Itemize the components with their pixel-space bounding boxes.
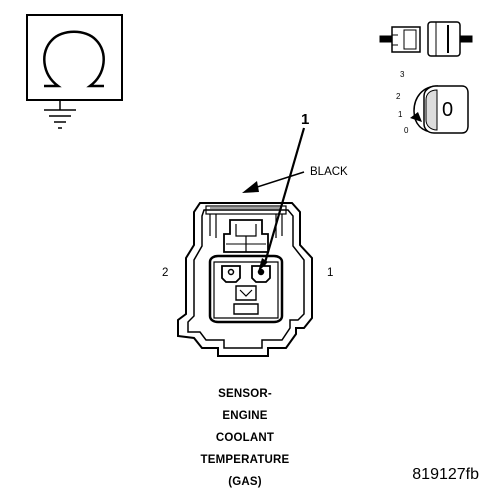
- wire-color-leader: [253, 171, 305, 189]
- ignition-position-3: 3: [400, 70, 405, 79]
- disconnect-connector-icon: [379, 21, 473, 57]
- ignition-position-1: 1: [398, 110, 403, 119]
- pin-label-2: 2: [162, 267, 168, 279]
- ignition-off-icon: 3 2 1 0 0: [396, 70, 469, 135]
- caption-line: ENGINE: [222, 410, 268, 422]
- ignition-key-symbol: 0: [442, 99, 453, 121]
- ignition-position-0: 0: [404, 126, 409, 135]
- ohmmeter-ground-icon: [26, 14, 123, 129]
- wire-color-label: BLACK: [310, 166, 348, 178]
- pin-label-1: 1: [327, 267, 333, 279]
- caption-line: TEMPERATURE: [200, 454, 290, 466]
- connector-body: [177, 202, 313, 357]
- caption-line: COOLANT: [215, 432, 275, 444]
- callout-number: 1: [301, 111, 309, 128]
- figure-id: 819127fb: [412, 466, 479, 483]
- caption-line: SENSOR-: [218, 388, 272, 400]
- callout-leader: [262, 127, 306, 267]
- caption-line: (GAS): [228, 476, 262, 488]
- ignition-position-2: 2: [396, 92, 401, 101]
- wire-color-arrowhead: [242, 181, 259, 193]
